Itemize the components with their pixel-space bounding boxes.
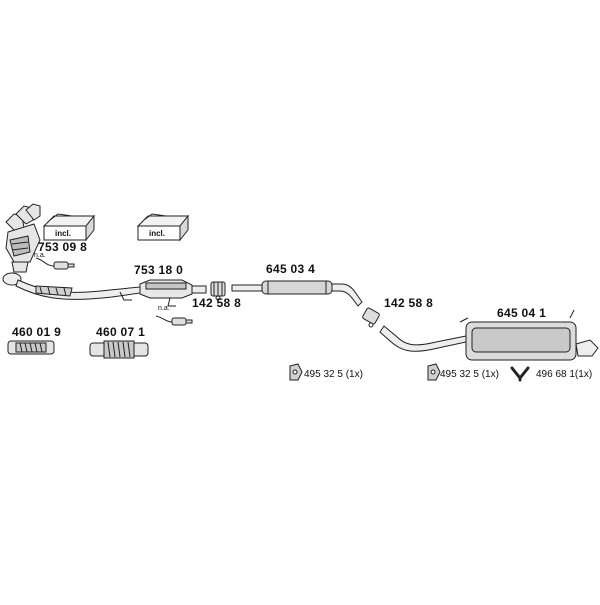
part-label-y-hanger: 496 68 1(1x) bbox=[536, 369, 593, 380]
part-label-flex-pipe-2: 460 07 1 bbox=[96, 325, 146, 339]
lambda-sensor-1[interactable] bbox=[35, 257, 75, 270]
incl-label-1: incl. bbox=[55, 229, 71, 238]
rear-pipe[interactable] bbox=[379, 325, 467, 352]
middle-silencer[interactable] bbox=[231, 280, 363, 307]
lambda-sensor-2[interactable] bbox=[155, 315, 193, 326]
na-label-1: n.a. bbox=[34, 252, 46, 259]
clamp-front[interactable] bbox=[210, 281, 226, 301]
part-label-hanger-1: 495 32 5 (1x) bbox=[304, 369, 363, 380]
part-label-hanger-2: 495 32 5 (1x) bbox=[440, 369, 499, 380]
rubber-hanger-2[interactable] bbox=[427, 363, 441, 381]
part-label-rear-silencer: 645 04 1 bbox=[497, 306, 547, 320]
flex-pipe-1[interactable] bbox=[7, 340, 55, 355]
pipe-bracket bbox=[119, 291, 132, 301]
incl-label-2: incl. bbox=[149, 229, 165, 238]
front-pipe[interactable] bbox=[2, 272, 141, 300]
na-label-2: n.a. bbox=[158, 305, 170, 312]
rubber-hanger-1[interactable] bbox=[289, 363, 303, 381]
rear-silencer[interactable] bbox=[459, 309, 599, 361]
kit-box-1 bbox=[42, 213, 96, 242]
part-label-flex-pipe-1: 460 01 9 bbox=[12, 325, 62, 339]
part-label-clamp-rear: 142 58 8 bbox=[384, 296, 434, 310]
flex-pipe-2[interactable] bbox=[89, 340, 149, 359]
part-label-clamp-front: 142 58 8 bbox=[192, 296, 242, 310]
clamp-rear[interactable] bbox=[362, 307, 380, 328]
exhaust-manifold[interactable] bbox=[5, 203, 41, 273]
part-label-manifold: 753 09 8 bbox=[38, 240, 88, 254]
kit-box-2 bbox=[136, 213, 190, 242]
catalytic-converter[interactable] bbox=[139, 279, 207, 307]
part-label-catalyst: 753 18 0 bbox=[134, 263, 184, 277]
y-hanger[interactable] bbox=[510, 366, 530, 382]
part-label-middle-silencer: 645 03 4 bbox=[266, 262, 316, 276]
